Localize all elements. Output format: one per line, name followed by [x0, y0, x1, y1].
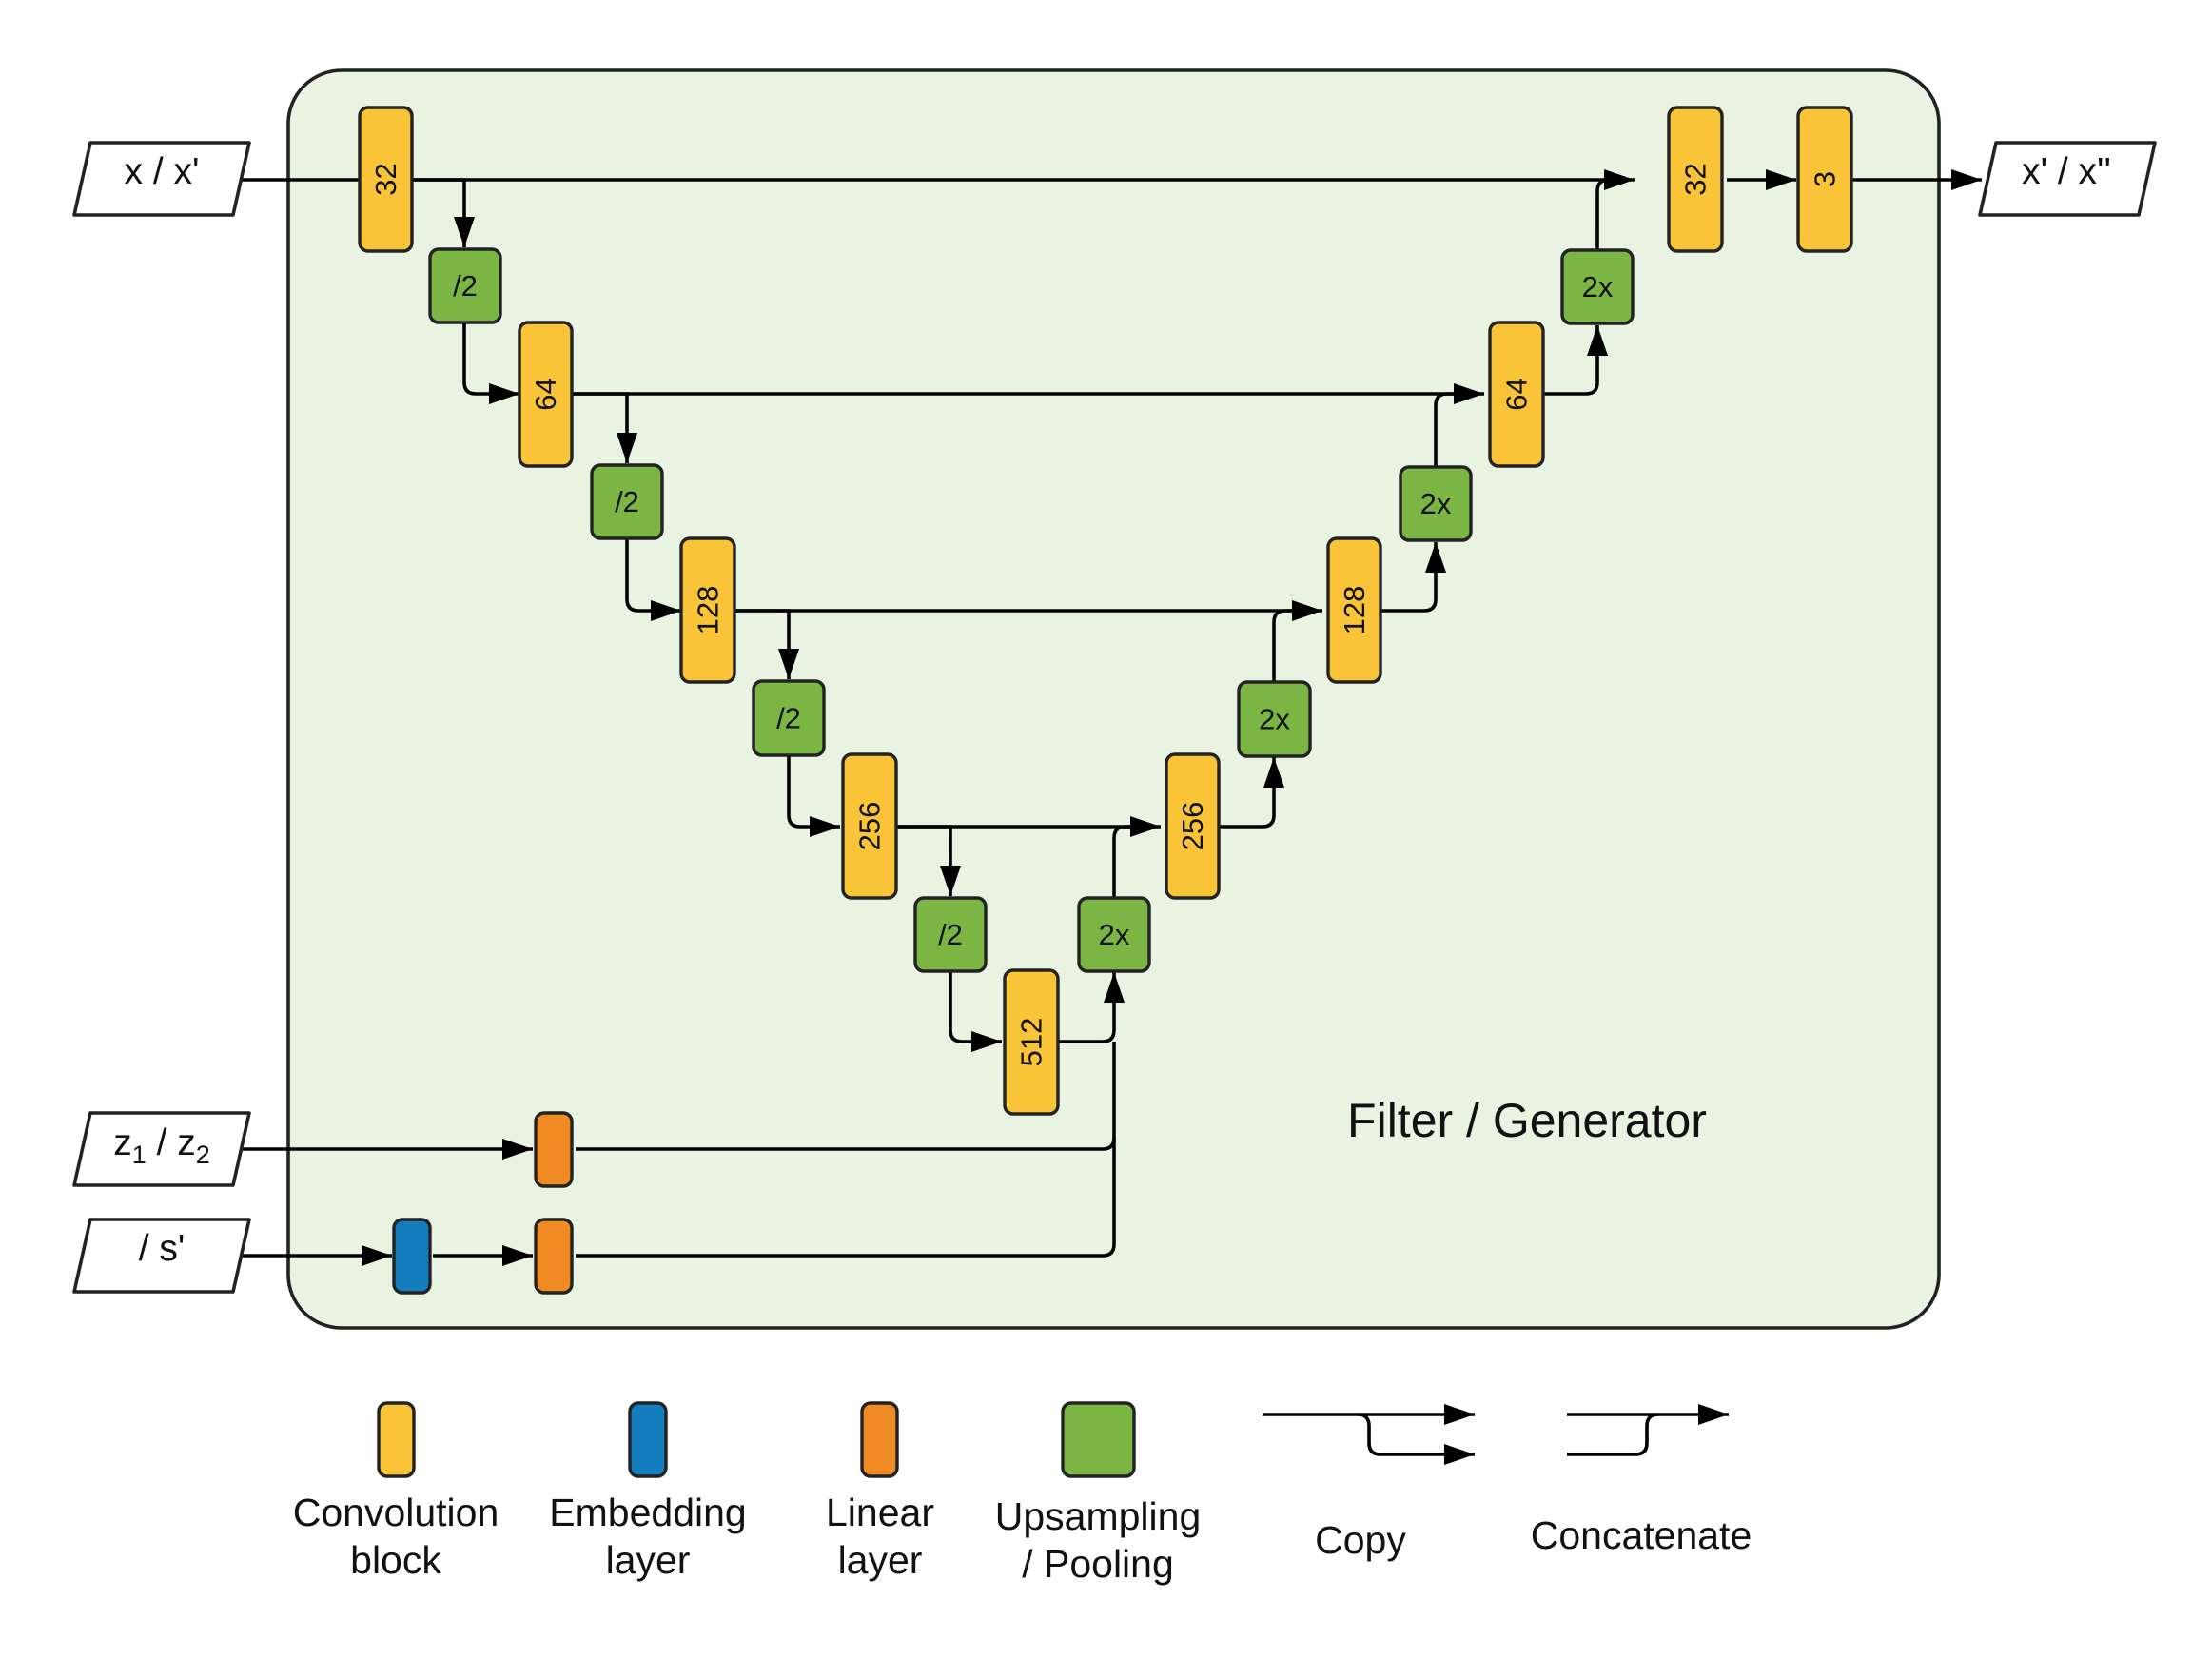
pool-block-3: /2 — [752, 679, 826, 757]
svg-text:/2: /2 — [938, 918, 963, 951]
svg-text:/2: /2 — [776, 702, 801, 735]
svg-text:256: 256 — [1176, 802, 1209, 851]
svg-text:Embedding: Embedding — [549, 1491, 746, 1534]
svg-text:Linear: Linear — [826, 1491, 934, 1534]
image-output-label: x' / x'' — [2022, 151, 2111, 192]
linear-layer-label — [534, 1218, 574, 1295]
pool-block-1: /2 — [428, 247, 502, 324]
svg-text:Convolution: Convolution — [293, 1491, 499, 1534]
legend-embedding-swatch — [628, 1401, 668, 1478]
label-input: / s' — [72, 1218, 251, 1294]
upsample-block-1: 2x — [1077, 896, 1151, 973]
svg-text:Upsampling: Upsampling — [995, 1494, 1202, 1538]
svg-text:64: 64 — [1500, 378, 1534, 410]
pool-block-4: /2 — [913, 896, 988, 973]
upsample-block-4: 2x — [1560, 248, 1635, 325]
pool-block-2: /2 — [590, 463, 664, 540]
legend: Convolution block Embedding layer Linear… — [293, 1401, 1752, 1586]
conv-block-256-encoder: 256 — [841, 752, 898, 900]
connection-wires — [233, 169, 1982, 1266]
conv-block-3-final: 3 — [1796, 106, 1853, 253]
conv-block-512-bottleneck: 512 — [1003, 968, 1060, 1116]
svg-text:2x: 2x — [1099, 918, 1130, 951]
image-input: x / x' — [72, 141, 251, 217]
svg-text:Copy: Copy — [1315, 1518, 1406, 1562]
legend-convolution: Convolution block — [293, 1401, 499, 1582]
legend-linear-swatch — [860, 1401, 899, 1478]
conv-block-32-encoder: 32 — [358, 106, 414, 253]
svg-text:512: 512 — [1015, 1018, 1048, 1067]
conv-block-128-decoder: 128 — [1326, 536, 1382, 684]
legend-sampling-swatch — [1061, 1401, 1136, 1478]
svg-text:32: 32 — [1679, 163, 1713, 195]
upsample-block-2: 2x — [1237, 680, 1312, 758]
embedding-layer-label — [392, 1218, 432, 1295]
conv-block-256-decoder: 256 — [1165, 752, 1221, 900]
image-output: x' / x'' — [1978, 141, 2157, 217]
legend-concatenate: Concatenate — [1531, 1404, 1752, 1557]
svg-text:2x: 2x — [1582, 270, 1614, 303]
svg-text:/2: /2 — [615, 485, 639, 518]
svg-text:layer: layer — [606, 1538, 691, 1582]
image-input-label: x / x' — [125, 151, 200, 192]
conv-block-64-decoder: 64 — [1488, 321, 1545, 468]
svg-text:2x: 2x — [1259, 703, 1290, 736]
conv-block-64-encoder: 64 — [518, 321, 574, 468]
svg-text:128: 128 — [692, 586, 725, 635]
svg-text:256: 256 — [853, 802, 887, 851]
label-input-label: / s' — [139, 1228, 186, 1269]
svg-text:64: 64 — [529, 378, 562, 410]
svg-text:block: block — [350, 1538, 441, 1582]
linear-layer-noise — [534, 1111, 574, 1188]
svg-text:/2: /2 — [453, 269, 478, 302]
legend-sampling: Upsampling / Pooling — [995, 1401, 1202, 1586]
svg-text:layer: layer — [838, 1538, 923, 1582]
legend-embedding: Embedding layer — [549, 1401, 747, 1582]
svg-text:3: 3 — [1809, 171, 1842, 187]
upsample-block-3: 2x — [1399, 465, 1473, 542]
legend-copy: Copy — [1263, 1404, 1475, 1562]
svg-text:32: 32 — [369, 163, 402, 195]
svg-text:/ Pooling: / Pooling — [1022, 1542, 1174, 1586]
noise-input-label: z1 / z2 — [113, 1122, 210, 1169]
legend-linear: Linear layer — [826, 1401, 934, 1582]
noise-input: z1 / z2 — [72, 1111, 251, 1187]
legend-convolution-swatch — [377, 1401, 416, 1478]
conv-block-32-decoder: 32 — [1667, 106, 1724, 253]
svg-text:128: 128 — [1338, 586, 1371, 635]
panel-title: Filter / Generator — [1347, 1094, 1707, 1147]
svg-text:2x: 2x — [1420, 487, 1452, 520]
conv-block-128-encoder: 128 — [679, 536, 736, 684]
svg-text:Concatenate: Concatenate — [1531, 1513, 1752, 1557]
